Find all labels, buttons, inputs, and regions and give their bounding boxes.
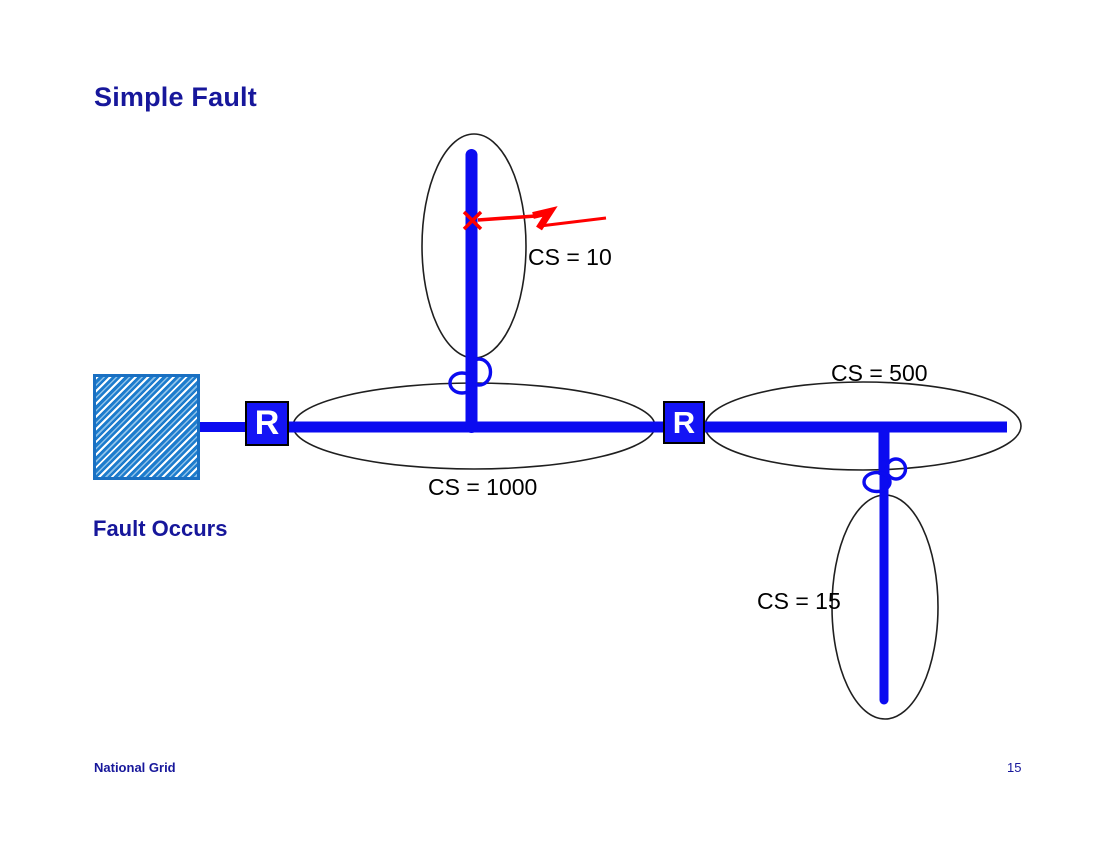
footer-brand: National Grid (94, 760, 176, 775)
cs-label-right-bus: CS = 500 (831, 360, 928, 386)
relay-2-box: R (663, 401, 705, 444)
relay-1-label: R (254, 404, 280, 442)
fault-x-marker (462, 210, 483, 231)
network-lines (197, 149, 1007, 705)
page-title: Simple Fault (94, 82, 257, 112)
relay-1-box: R (245, 401, 289, 446)
ct-coil-top (448, 357, 493, 395)
cs-label-top-feeder: CS = 10 (528, 244, 612, 270)
source-node (93, 374, 200, 480)
source-caption: Fault Occurs (93, 516, 228, 541)
relay-2-label: R (672, 404, 696, 440)
footer-page-number: 15 (1007, 760, 1022, 775)
cs-label-main-bus: CS = 1000 (428, 474, 538, 500)
cs-label-bottom-feeder: CS = 15 (757, 588, 841, 614)
ct-coil-bottom (862, 457, 908, 494)
fault-lightning-icon (477, 206, 607, 231)
